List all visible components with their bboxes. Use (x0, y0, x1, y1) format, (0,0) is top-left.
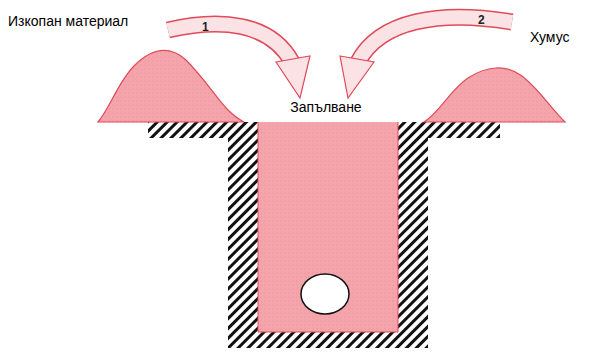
pile-label: Хумус (530, 30, 570, 45)
callout-number: 2 (478, 14, 485, 27)
humus-pile (424, 68, 565, 122)
callout-number: 1 (202, 21, 209, 34)
pile-label: Изкопан материал (8, 14, 128, 29)
wall-hatch (228, 138, 258, 348)
wall-hatch (398, 138, 428, 348)
ground-hatch (398, 122, 500, 138)
pipe (301, 274, 349, 314)
arrow-1 (168, 24, 310, 98)
excavated-pile (98, 51, 244, 122)
arrow-2 (340, 17, 512, 98)
bottom-hatch (228, 332, 428, 348)
trench-fill (258, 122, 398, 332)
ground-hatch (148, 122, 258, 138)
fill-label: Запълване (290, 100, 361, 115)
